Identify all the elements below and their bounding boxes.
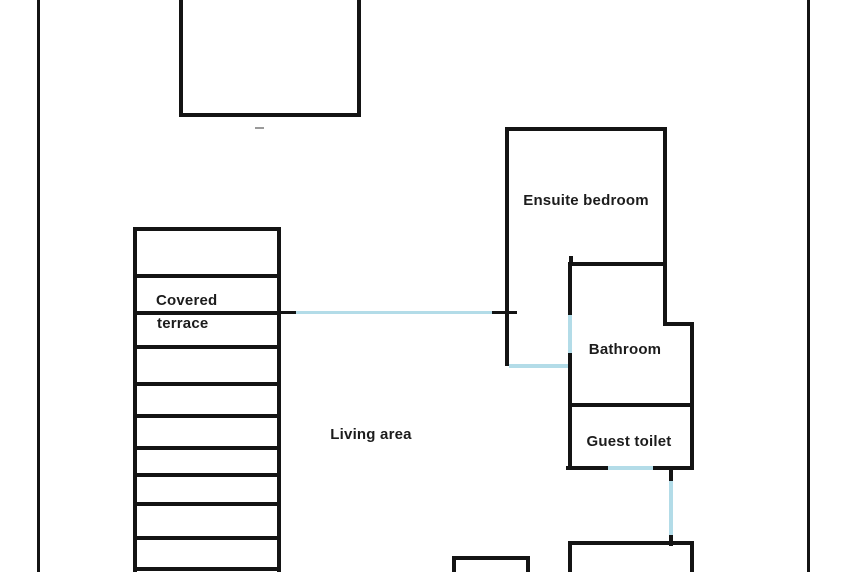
covered-terrace-label-line1: Covered bbox=[156, 292, 218, 309]
bathroom-step-wall bbox=[663, 322, 694, 326]
terrace-wall-left bbox=[133, 227, 137, 572]
terrace-slat-divider bbox=[133, 274, 281, 278]
bottom-right-room-right bbox=[690, 541, 694, 572]
passage-cap-top bbox=[669, 470, 673, 481]
bottom-left-room-left bbox=[452, 556, 456, 572]
bedroom-opening-cyan bbox=[509, 364, 568, 368]
opening-cap-right bbox=[492, 311, 505, 314]
bathroom-toilet-divider bbox=[568, 403, 694, 407]
pool-wall-left bbox=[179, 0, 183, 117]
outer-border-left bbox=[37, 0, 40, 572]
bathroom-wall-left-lower bbox=[568, 353, 572, 407]
passage-door-cyan bbox=[669, 481, 673, 535]
bottom-left-room-right bbox=[526, 556, 530, 572]
bathroom-wall-left-upper bbox=[568, 262, 572, 315]
toilet-wall-bottom-right bbox=[653, 466, 694, 470]
bathroom-wall-right bbox=[690, 322, 694, 469]
ensuite-bedroom-label: Ensuite bedroom bbox=[523, 192, 649, 209]
pool-wall-bottom bbox=[179, 113, 361, 117]
bedroom-wall-top bbox=[505, 127, 667, 131]
covered-terrace-label-line2: terrace bbox=[157, 315, 209, 332]
terrace-slat-divider bbox=[133, 502, 281, 506]
toilet-wall-left bbox=[568, 403, 572, 470]
toilet-door-cyan bbox=[608, 466, 653, 470]
living-area-label: Living area bbox=[330, 426, 412, 443]
bedroom-bathroom-divider bbox=[570, 262, 667, 266]
terrace-wall-top bbox=[133, 227, 281, 231]
opening-inner-tick bbox=[509, 311, 517, 314]
bathroom-divider-tick bbox=[569, 256, 573, 266]
pen-mark bbox=[255, 127, 264, 129]
pool-wall-right bbox=[357, 0, 361, 117]
pool-label: Pool bbox=[228, 0, 290, 4]
bottom-right-room-top bbox=[568, 541, 694, 545]
terrace-slat-divider bbox=[133, 536, 281, 540]
terrace-slat-divider bbox=[133, 567, 281, 571]
terrace-slat-divider bbox=[133, 345, 281, 349]
bathroom-door-cyan bbox=[568, 315, 572, 353]
opening-cap-left bbox=[281, 311, 296, 314]
terrace-slat-divider bbox=[133, 414, 281, 418]
terrace-slat-divider bbox=[133, 446, 281, 450]
bottom-right-room-left bbox=[568, 541, 572, 572]
terrace-slat-divider bbox=[133, 473, 281, 477]
toilet-wall-bottom-left bbox=[566, 466, 608, 470]
outer-border-right bbox=[807, 0, 810, 572]
bathroom-label: Bathroom bbox=[588, 341, 662, 358]
passage-cap-bottom bbox=[669, 535, 673, 546]
bottom-left-room-top bbox=[452, 556, 530, 560]
terrace-wall-right bbox=[277, 227, 281, 572]
terrace-opening-cyan bbox=[296, 311, 492, 314]
bedroom-wall-right bbox=[663, 127, 667, 325]
bedroom-wall-left bbox=[505, 127, 509, 366]
terrace-slat-divider bbox=[133, 311, 281, 315]
guest-toilet-label: Guest toilet bbox=[586, 433, 672, 450]
terrace-slat-divider bbox=[133, 382, 281, 386]
